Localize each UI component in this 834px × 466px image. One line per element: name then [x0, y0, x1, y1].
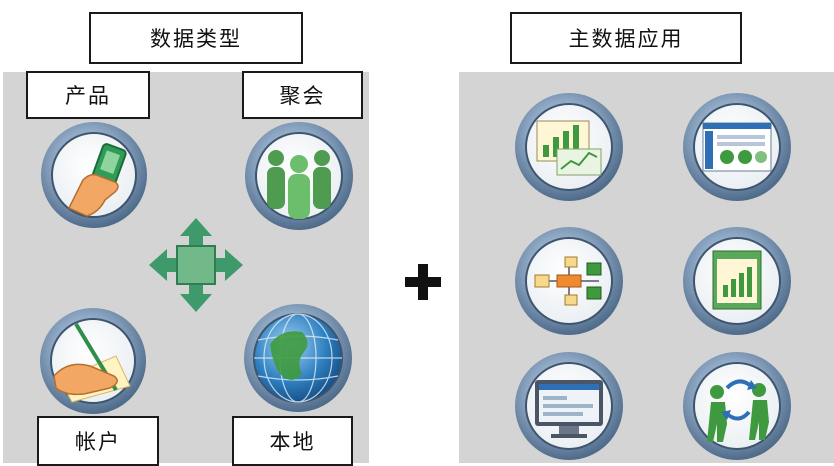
chart-document-icon: [681, 225, 793, 337]
plus-icon: [403, 262, 443, 302]
workflow-icon: [513, 225, 625, 337]
dashboard-icon: [681, 91, 793, 203]
data-types-title: 数据类型: [89, 12, 303, 64]
aggregate-label: 聚会: [242, 71, 363, 119]
hand-device-icon: [39, 120, 149, 230]
product-label: 产品: [26, 71, 150, 119]
master-data-apps-title: 主数据应用: [510, 12, 742, 64]
hand-writing-icon: [38, 306, 148, 416]
people-group-icon: [243, 120, 355, 232]
globe-icon: [242, 302, 354, 414]
local-label: 本地: [232, 416, 353, 466]
move-arrows-icon: [147, 216, 245, 314]
account-label: 帐户: [37, 416, 159, 466]
exchange-people-icon: [681, 350, 793, 462]
chart-report-icon: [513, 91, 625, 203]
monitor-icon: [513, 350, 625, 462]
